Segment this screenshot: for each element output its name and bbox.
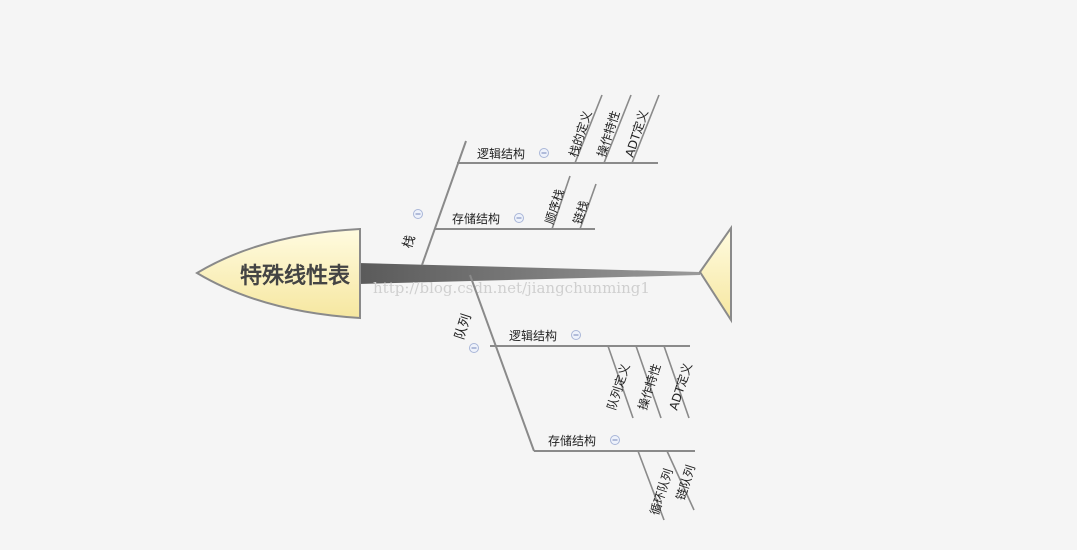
queue-storage-item[interactable]: 链队列 [673, 463, 698, 502]
stack-storage-leaf-bone [579, 183, 597, 230]
stack-logic-collapse-icon[interactable] [539, 148, 549, 158]
queue-storage-leaf-bone [637, 450, 665, 521]
stack-logic-leaf-bone [574, 94, 603, 164]
stack-logic-leaf-bone [603, 94, 632, 164]
queue-label[interactable]: 队列 [453, 312, 475, 341]
stack-storage-leaf-bone [551, 175, 571, 230]
queue-storage-label[interactable]: 存储结构 [548, 433, 596, 448]
stack-storage-item[interactable]: 顺序栈 [542, 187, 567, 226]
queue-collapse-icon[interactable] [469, 343, 479, 353]
queue-storage-collapse-icon[interactable] [610, 435, 620, 445]
stack-collapse-icon[interactable] [413, 209, 423, 219]
queue-bone [469, 274, 535, 452]
head-shape[interactable] [195, 227, 361, 320]
stack-logic-leaf-bone [631, 94, 660, 164]
stack-storage-collapse-icon[interactable] [514, 213, 524, 223]
stack-label[interactable]: 栈 [401, 233, 419, 250]
stack-bone [421, 140, 467, 266]
stack-logic-item[interactable]: 栈的定义 [566, 109, 595, 159]
queue-logic-leaf-bone [607, 345, 634, 419]
queue-logic-collapse-icon[interactable] [571, 330, 581, 340]
stack-logic-item[interactable]: 操作特性 [594, 109, 623, 159]
queue-logic-leaf-bone [663, 345, 690, 419]
queue-logic-item[interactable]: 操作特性 [635, 362, 664, 412]
queue-logic-leaf-bone [635, 345, 662, 419]
stack-logic-item[interactable]: ADT定义 [622, 108, 651, 159]
root-title[interactable]: 特殊线性表 [240, 263, 351, 289]
queue-logic-label[interactable]: 逻辑结构 [509, 328, 557, 343]
stack-logic-label[interactable]: 逻辑结构 [477, 146, 525, 161]
branch-queue: 队列 逻辑结构 队列定义 操作特性 ADT定义 存储结构 循环队列 链队列 [453, 274, 698, 521]
branch-stack: 栈 逻辑结构 栈的定义 操作特性 ADT定义 存储结构 顺序栈 链栈 [401, 94, 660, 266]
spine [358, 263, 700, 284]
queue-storage-leaf-bone [666, 450, 695, 511]
queue-logic-item[interactable]: ADT定义 [666, 361, 695, 412]
tail-shape [698, 224, 732, 324]
watermark-text: http://blog.csdn.net/jiangchunming1 [373, 279, 650, 297]
stack-storage-item[interactable]: 链栈 [570, 198, 592, 225]
queue-storage-item[interactable]: 循环队列 [647, 467, 676, 517]
stack-storage-label[interactable]: 存储结构 [452, 211, 500, 226]
